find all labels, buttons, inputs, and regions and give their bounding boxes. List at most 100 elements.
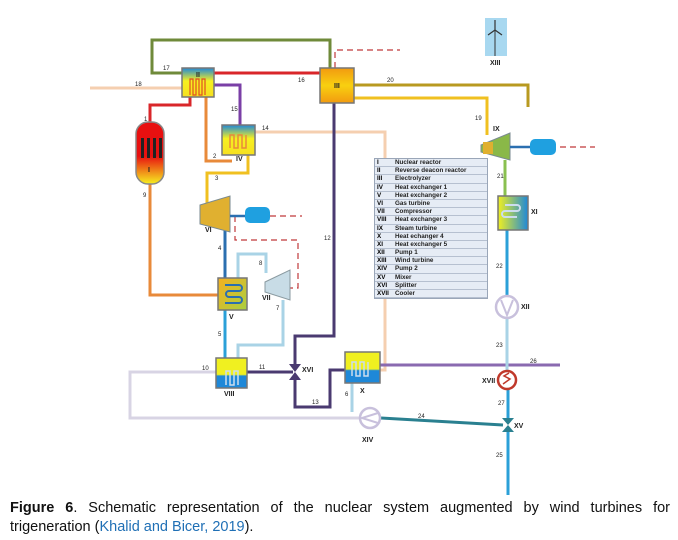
stream-19-line: [354, 96, 489, 135]
steam-turbine-IX: [480, 132, 530, 161]
stream-20-line: [354, 83, 530, 107]
heat-exchanger-IV: [221, 124, 256, 156]
stream-label-4: 4: [218, 246, 222, 252]
legend-id: VII: [377, 208, 385, 216]
label-IX: IX: [493, 126, 500, 133]
legend-name: Steam turbine: [395, 224, 437, 232]
legend-id: I: [377, 159, 379, 166]
stream-3-line: [205, 155, 250, 203]
legend-id: XIV: [377, 265, 388, 273]
heat-exchanger-XI: [497, 195, 529, 231]
label-VII: VII: [262, 295, 271, 302]
gas-turbine-VI: [199, 195, 245, 233]
compressor-VII: [264, 269, 291, 301]
legend-id: XVII: [377, 290, 389, 297]
legend-id: VI: [377, 199, 383, 207]
stream-9-line: [148, 180, 218, 297]
legend-row: IX Steam turbine: [375, 225, 487, 233]
legend-name: Heat exchanger 3: [395, 216, 448, 224]
stream-label-23: 23: [496, 343, 503, 349]
pump-XII: [494, 294, 520, 320]
label-XIV: XIV: [362, 437, 374, 444]
label-X: X: [360, 388, 365, 395]
heat-exchanger-VIII: [215, 357, 248, 389]
stream-15-line: [214, 83, 242, 125]
generator-vi: [245, 207, 270, 223]
stream-12-line: [293, 103, 336, 365]
stream-label-13: 13: [312, 400, 319, 406]
reverse-deacon-reactor-II: [181, 67, 215, 98]
nuclear-reactor-I: [135, 121, 165, 185]
wind-turbine-XIII: [485, 18, 507, 56]
legend-id: IX: [377, 224, 383, 232]
stream-label-22: 22: [496, 264, 503, 270]
power-line-vii: [234, 216, 299, 289]
legend-name: Cooler: [395, 290, 415, 297]
stream-17-line: [150, 38, 332, 75]
stream-label-15: 15: [231, 107, 238, 113]
stream-label-3: 3: [215, 176, 219, 182]
legend-id: V: [377, 191, 382, 199]
stream-label-1: 1: [144, 117, 148, 123]
legend-id: XIII: [377, 257, 387, 265]
cooler-XVII: [496, 369, 518, 391]
stream-label-7: 7: [276, 306, 280, 312]
legend-name: Nuclear reactor: [395, 159, 442, 166]
label-VI: VI: [205, 227, 212, 234]
stream-label-24: 24: [418, 414, 425, 420]
legend-name: Heat exchanger 1: [395, 183, 448, 191]
label-XV: XV: [514, 423, 524, 430]
schematic-diagram: II III I IV VI V VII VIII XVI X XIV XV X…: [90, 18, 595, 495]
stream-24-line: [379, 416, 504, 427]
stream-label-20: 20: [387, 78, 394, 84]
stream-label-6: 6: [345, 392, 349, 398]
legend-id: XV: [377, 273, 386, 281]
stream-label-5: 5: [218, 332, 222, 338]
caption-label: Figure 6: [10, 500, 74, 516]
stream-8-line: [236, 252, 268, 280]
legend-name: Splitter: [395, 281, 417, 289]
label-V: V: [229, 314, 234, 321]
caption-text: . Schematic representation of the nuclea…: [10, 500, 670, 535]
legend-id: X: [377, 232, 382, 240]
stream-7-line: [236, 300, 285, 368]
stream-1-line: [148, 97, 192, 128]
legend-id: XVI: [377, 281, 388, 289]
legend-row: XIV Pump 2: [375, 265, 487, 274]
stream-label-16: 16: [298, 78, 305, 84]
stream-label-25: 25: [496, 453, 503, 459]
citation-link[interactable]: Khalid and Bicer, 2019: [99, 519, 245, 535]
legend-name: Compressor: [395, 208, 433, 216]
legend-name: Heat exchanger 5: [395, 240, 448, 248]
caption-end: ).: [244, 519, 254, 535]
stream-10-line: [128, 370, 360, 420]
pump-XIV: [358, 406, 382, 430]
splitter-XVI: [289, 364, 301, 380]
heat-exchanger-X: [344, 351, 381, 384]
label-XVII: XVII: [482, 378, 495, 385]
legend-row: XVI Splitter: [375, 282, 487, 290]
legend-name: Pump 1: [395, 249, 418, 257]
stream-2-line: [204, 97, 232, 163]
stream-label-26: 26: [530, 359, 537, 365]
legend-name: Wind turbine: [395, 257, 434, 265]
legend-row: XIII Wind turbine: [375, 257, 487, 266]
legend-id: XII: [377, 249, 385, 257]
stream-label-21: 21: [497, 174, 504, 180]
legend-name: Pump 2: [395, 265, 418, 273]
stream-label-8: 8: [259, 261, 263, 267]
stream-label-9: 9: [143, 193, 147, 199]
legend-id: IV: [377, 183, 383, 191]
stream-label-12: 12: [324, 236, 331, 242]
legend-name: Electrolyzer: [395, 175, 431, 183]
stream-label-14: 14: [262, 126, 269, 132]
heat-exchanger-V: [217, 277, 248, 311]
generator-ix: [530, 139, 556, 155]
label-XVI: XVI: [302, 367, 313, 374]
label-XI: XI: [531, 209, 538, 216]
